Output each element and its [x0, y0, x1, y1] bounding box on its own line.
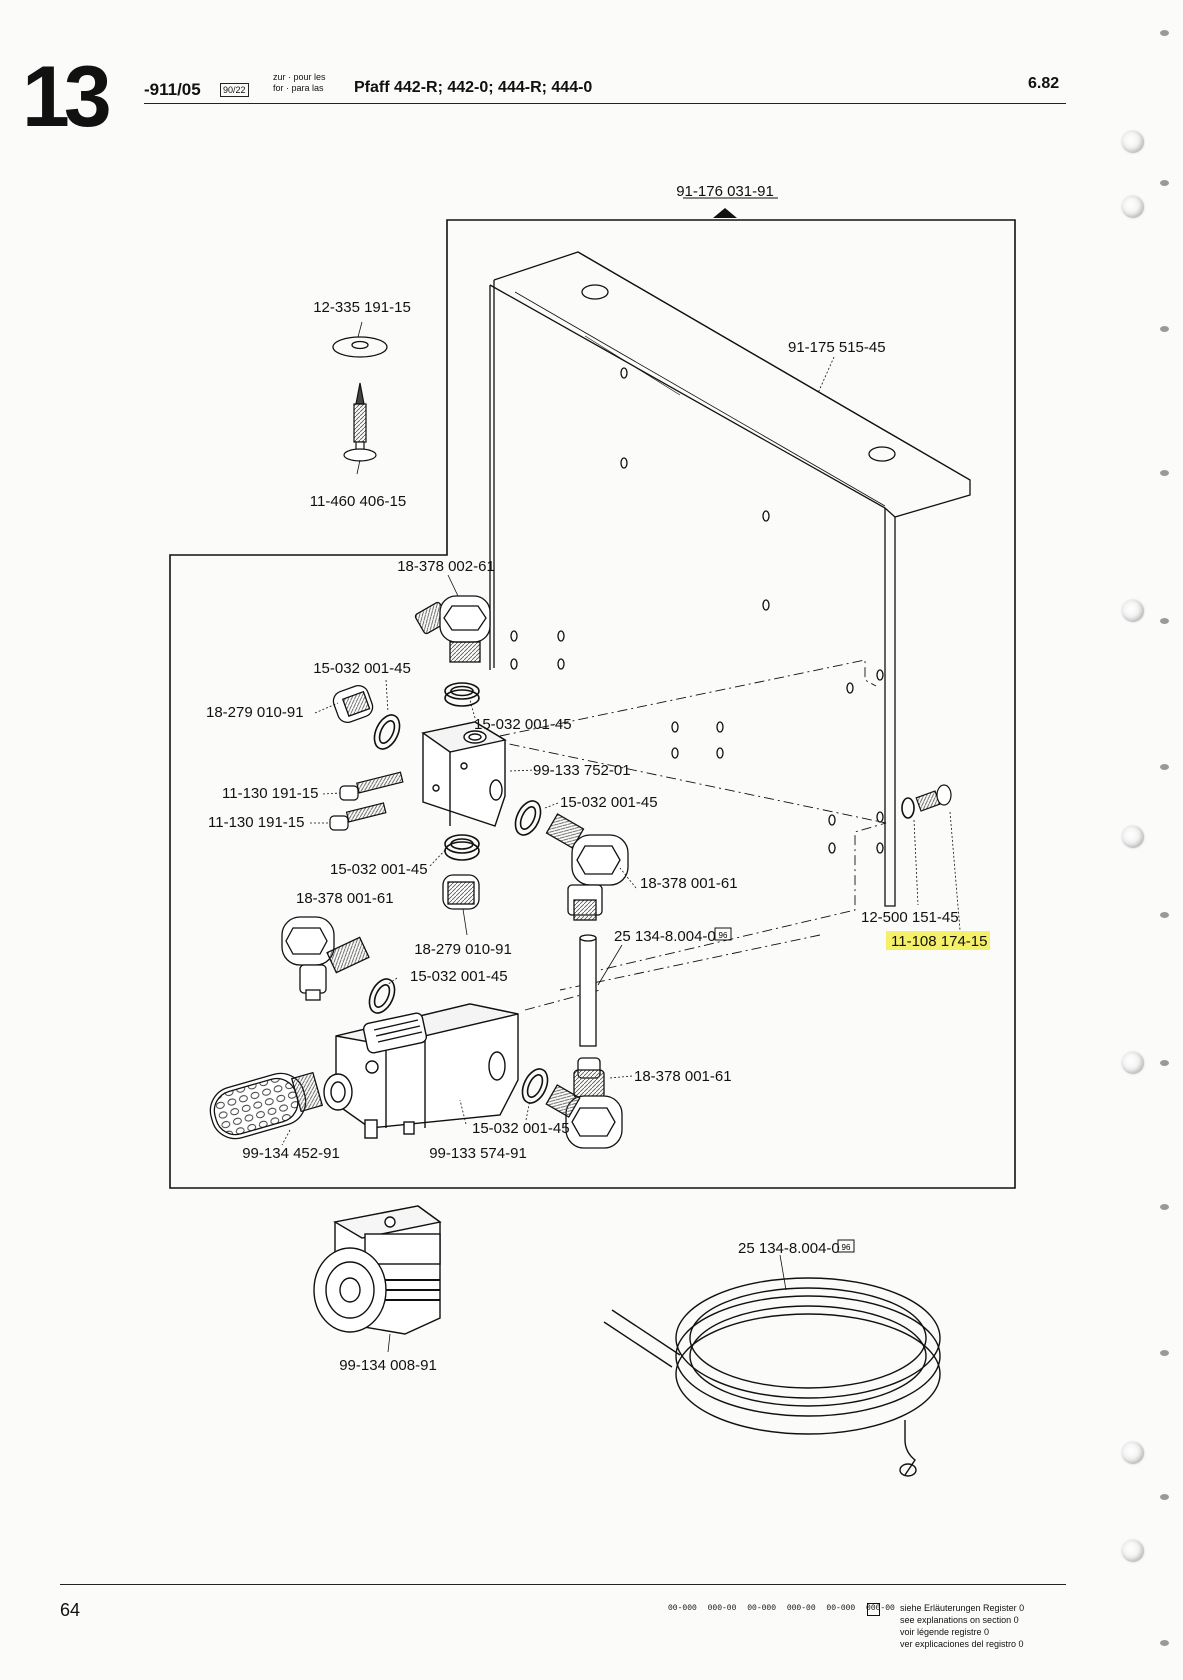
binder-hole: [1122, 131, 1144, 153]
seal-rings: [368, 682, 915, 1104]
label-assembly-ref: 91-176 031-91: [676, 183, 774, 200]
socket-screws: [329, 771, 404, 831]
binder-hole: [1122, 1540, 1144, 1562]
solenoid-valve: [323, 1003, 519, 1139]
label-plug-a: 18-279 010-91: [206, 704, 304, 721]
distribution-block: [421, 721, 507, 827]
for-text: zur · pour les for · para las: [273, 72, 326, 94]
binder-dot: [1160, 912, 1169, 918]
binder-dot: [1160, 1350, 1169, 1356]
legend-line-1: siehe Erläuterungen Register 0: [900, 1603, 1025, 1613]
label-elbow-bottom: 18-378 001-61: [634, 1068, 732, 1085]
label-plug-b: 18-279 010-91: [414, 941, 512, 958]
elbow-fitting-left: [281, 916, 370, 1001]
mounting-plate: [489, 251, 971, 907]
binder-hole: [1122, 600, 1144, 622]
footer-rule: [60, 1584, 1066, 1585]
short-tube: [579, 934, 623, 1047]
binder-hole: [1122, 1052, 1144, 1074]
label-block: 99-133 752-01: [533, 762, 631, 779]
binder-hole: [1122, 826, 1144, 848]
label-valve: 99-133 574-91: [429, 1145, 527, 1162]
label-washer-right: 12-500 151-45: [861, 909, 959, 926]
right-screw-11-108: [913, 784, 961, 931]
legend-box-icon: [867, 1603, 880, 1616]
label-plate: 91-175 515-45: [788, 339, 886, 356]
binder-dot: [1160, 1204, 1169, 1210]
for-text-line-2: for · para las: [273, 83, 324, 93]
for-text-line-1: zur · pour les: [273, 72, 326, 82]
binder-dot: [1160, 326, 1169, 332]
legend-line-3: voir légende registre 0: [900, 1627, 990, 1637]
label-screw-wood: 11-460 406-15: [310, 493, 406, 510]
label-silencer: 99-134 452-91: [242, 1145, 340, 1162]
label-coil-plug: 99-134 008-91: [339, 1357, 437, 1374]
header-rule: [144, 103, 1066, 104]
label-seal-c: 15-032 001-45: [560, 794, 658, 811]
label-screw-b: 11-130 191-15: [208, 814, 304, 831]
binder-hole: [1122, 196, 1144, 218]
section-number: 13: [22, 49, 112, 145]
binder-dot: [1160, 30, 1169, 36]
binder-dot: [1160, 764, 1169, 770]
label-seal-f: 15-032 001-45: [472, 1120, 570, 1137]
binder-dot: [1160, 470, 1169, 476]
plug-fitting-a: [332, 684, 374, 724]
leader-lines: [281, 356, 835, 1146]
legend-text: siehe Erläuterungen Register 0 see expla…: [900, 1602, 1024, 1650]
label-screw-a: 11-130 191-15: [222, 785, 318, 802]
tube-coil-box: [837, 1239, 855, 1253]
binder-dot: [1160, 618, 1169, 624]
label-washer-top: 12-335 191-15: [313, 299, 411, 316]
label-elbow-left: 18-378 001-61: [296, 890, 394, 907]
binder-dot: [1160, 1060, 1169, 1066]
binder-dot: [1160, 180, 1169, 186]
silencer: [209, 1071, 324, 1140]
label-elbow-right: 18-378 001-61: [640, 875, 738, 892]
legend-part-number-format: 00-000 000-00 00-000 000-00 00-000 000-0…: [668, 1604, 895, 1613]
label-seal-e: 15-032 001-45: [410, 968, 508, 985]
binder-hole: [1122, 1442, 1144, 1464]
tube-coil-box-label: 96: [842, 1243, 851, 1252]
coiled-tube: [603, 1254, 941, 1477]
document-code-box: 90/22: [220, 83, 249, 97]
assembly-frame: [169, 219, 1016, 1189]
machine-models: Pfaff 442-R; 442-0; 444-R; 444-0: [354, 79, 593, 96]
page-number: 64: [60, 1600, 81, 1620]
label-seal-a: 15-032 001-45: [313, 660, 411, 677]
tube-short-box-label: 96: [719, 931, 728, 940]
binder-dot: [1160, 1494, 1169, 1500]
label-screw-right: 11-108 174-15: [891, 933, 987, 950]
legend-line-2: see explanations on section 0: [900, 1615, 1019, 1625]
highlight-marker: [886, 931, 990, 950]
plug-fitting-b: [442, 874, 480, 936]
wood-screw-11-460: [343, 382, 377, 475]
tube-short-box: [714, 927, 732, 941]
label-seal-b: 15-032 001-45: [474, 716, 572, 733]
edition-date: 6.82: [1028, 75, 1060, 92]
elbow-fitting-right: [545, 813, 629, 921]
washer-12-335: [332, 321, 388, 358]
binder-dot: [1160, 1640, 1169, 1646]
coil-plug: [313, 1205, 442, 1353]
assembly-arrow: [713, 208, 737, 218]
label-tube-coil: 25 134-8.004-0: [738, 1240, 840, 1257]
label-seal-d: 15-032 001-45: [330, 861, 428, 878]
elbow-fitting-bottom: [545, 1057, 623, 1149]
legend-line-4: ver explicaciones del registro 0: [900, 1639, 1024, 1649]
elbow-fitting-top: [414, 574, 491, 663]
label-tube-short: 25 134-8.004-0: [614, 928, 716, 945]
document-code: -911/05: [144, 80, 201, 99]
label-elbow-top: 18-378 002-61: [397, 558, 495, 575]
